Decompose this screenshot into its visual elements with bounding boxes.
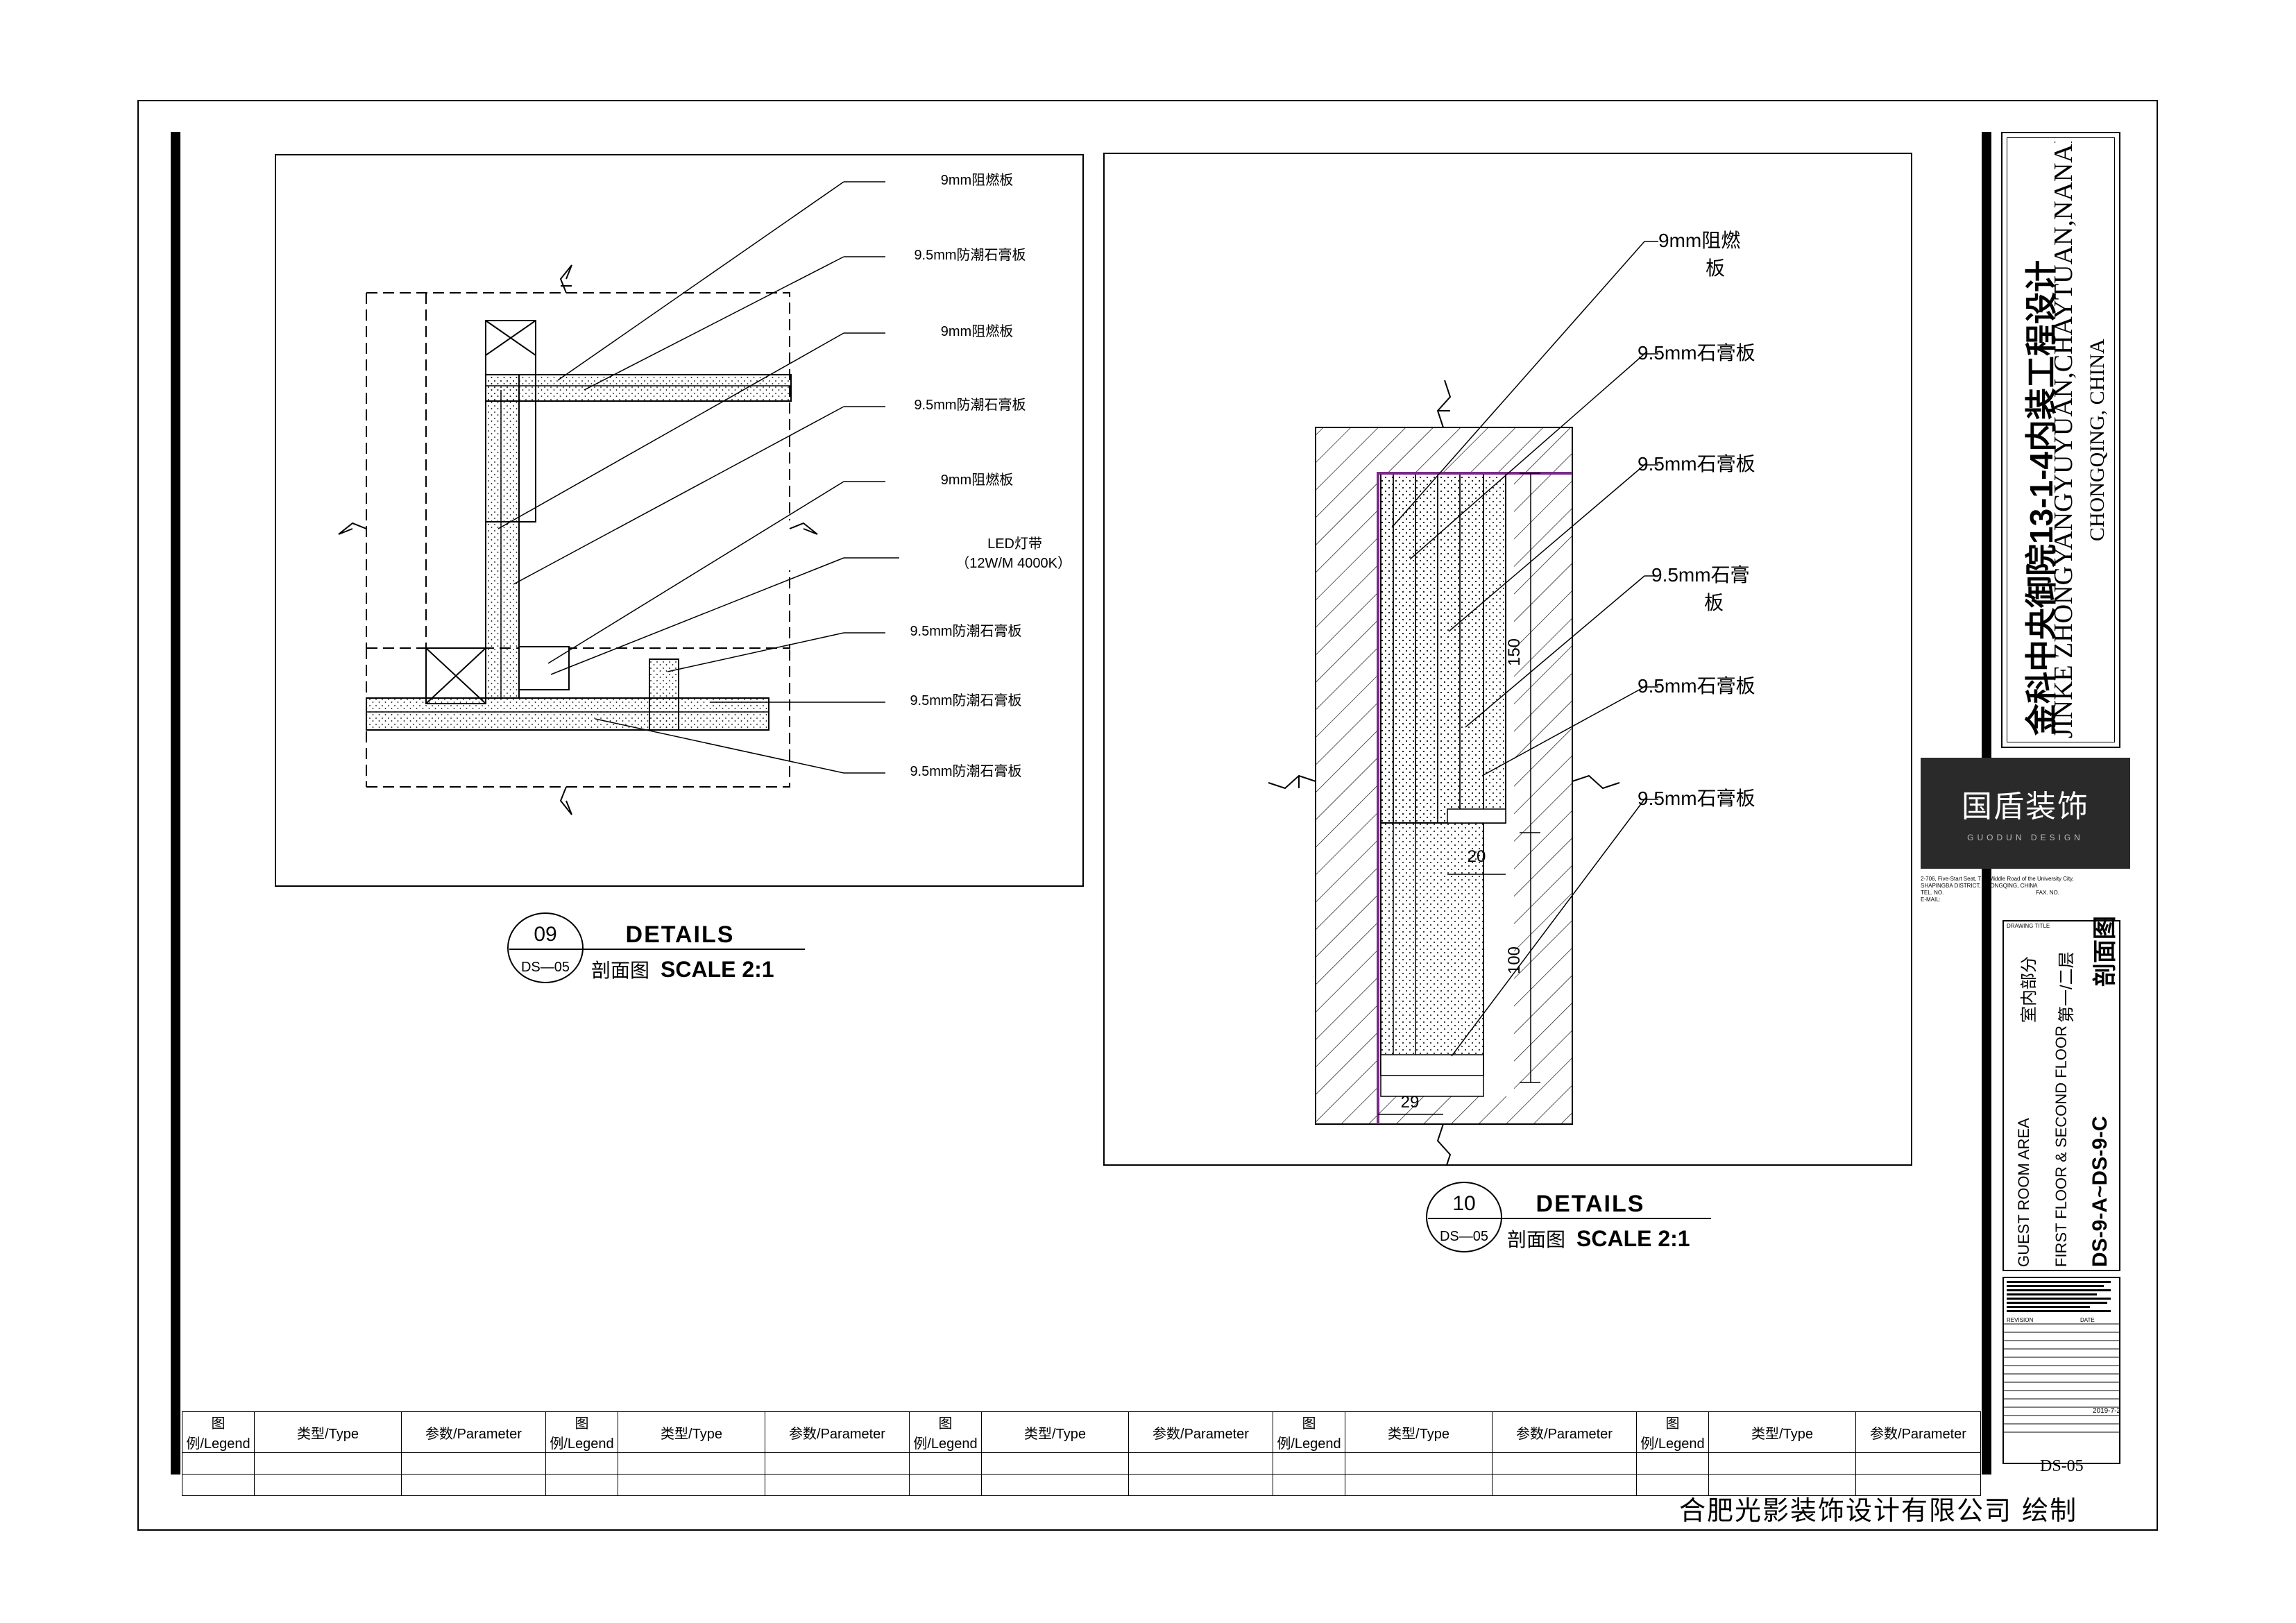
drawing-frame: [137, 100, 2158, 1531]
svg-text:DETAILS: DETAILS: [1536, 1191, 1645, 1217]
svg-text:SCALE 2:1: SCALE 2:1: [1576, 1226, 1690, 1251]
d10-label-4a: 9.5mm石膏: [1651, 564, 1750, 586]
d09-label-7: （12W/M 4000K）: [955, 555, 1071, 571]
project-title-box: [2001, 132, 2120, 748]
area-en: GUEST ROOM AREA: [2015, 1118, 2032, 1267]
d09-label-2: 9.5mm防潮石膏板: [914, 247, 1026, 263]
d10-label-4b: 板: [1704, 592, 1724, 613]
d10-label-5: 9.5mm石膏板: [1638, 675, 1755, 697]
project-title-en2: CHONGQING, CHINA: [2086, 339, 2109, 541]
d09-label-1: 9mm阻燃板: [941, 172, 1013, 188]
svg-text:DS—05: DS—05: [1440, 1229, 1488, 1244]
drawing-title-panel: [2002, 920, 2120, 1271]
svg-text:REVISION: REVISION: [2007, 1317, 2033, 1323]
svg-text:09: 09: [534, 923, 556, 946]
d10-dim-29: 29: [1401, 1093, 1420, 1112]
svg-text:DS—05: DS—05: [521, 960, 570, 975]
area-cn: 室内部分: [2020, 956, 2039, 1023]
d10-label-3: 9.5mm石膏板: [1638, 453, 1755, 475]
d10-label-6: 9.5mm石膏板: [1638, 788, 1755, 809]
d09-label-5: 9mm阻燃板: [941, 472, 1013, 488]
svg-text:剖面图: 剖面图: [1507, 1229, 1565, 1250]
left-border-bar: [171, 132, 180, 1475]
footer-company: 合肥光影装饰设计有限公司 绘制: [1679, 1495, 2078, 1526]
company-address: 2-706, Five-Start Seat, The Middle Road …: [1921, 876, 2074, 903]
d10-dim-100: 100: [1505, 946, 1524, 974]
d10-label-1a: 9mm阻燃: [1658, 230, 1740, 251]
drawing-name: 剖面图: [2092, 916, 2118, 987]
revision-block: [2002, 1277, 2120, 1464]
d10-dim-150: 150: [1505, 638, 1524, 666]
project-title-en1: JINKE ZHONGYANGYUYUAN,CHAYTUAN,NANAN DIS…: [2049, 142, 2078, 738]
drawing-date: 2019-7-25: [2093, 1407, 2120, 1415]
d10-dim-20: 20: [1468, 847, 1486, 866]
d09-label-8: 9.5mm防潮石膏板: [910, 623, 1021, 639]
svg-text:10: 10: [1452, 1192, 1475, 1215]
detail-09-drawing: 9mm阻燃板 9.5mm防潮石膏板 9mm阻燃板 9.5mm防潮石膏板 9mm阻…: [275, 154, 1084, 887]
detail-10-drawing: 150 20 100 29 9mm阻燃 板 9.5mm石膏板 9.5mm石膏板 …: [1103, 153, 1912, 1166]
d09-label-4: 9.5mm防潮石膏板: [914, 397, 1026, 413]
detail-10-title: 10 DS—05 DETAILS 剖面图 SCALE 2:1: [1426, 1182, 1711, 1252]
d10-label-1b: 板: [1706, 257, 1725, 279]
d09-label-6: LED灯带: [987, 536, 1042, 552]
d10-label-2: 9.5mm石膏板: [1638, 342, 1755, 364]
d09-label-9: 9.5mm防潮石膏板: [910, 692, 1021, 708]
svg-text:DETAILS: DETAILS: [626, 921, 735, 948]
d09-label-10: 9.5mm防潮石膏板: [910, 763, 1021, 779]
drawing-code: DS-9-A~DS-9-C: [2089, 1116, 2111, 1267]
company-logo: 国盾装饰 GUODUN DESIGN: [1921, 758, 2130, 869]
sheet-number: DS-05: [2040, 1457, 2084, 1475]
floor-en: FIRST FLOOR & SECOND FLOOR: [2052, 1026, 2070, 1267]
drawing-title-label: DRAWING TITLE: [2007, 923, 2050, 929]
floor-cn: 第一/二层: [2057, 951, 2076, 1023]
detail-09-title: 09 DS—05 DETAILS 剖面图 SCALE 2:1: [507, 912, 805, 983]
project-title-inner: [2007, 137, 2115, 742]
legend-row: [182, 1474, 1981, 1496]
svg-text:DATE: DATE: [2080, 1317, 2095, 1323]
svg-text:剖面图: 剖面图: [591, 960, 649, 981]
legend-row: [182, 1452, 1981, 1475]
svg-text:SCALE 2:1: SCALE 2:1: [661, 957, 774, 982]
d09-label-3: 9mm阻燃板: [941, 323, 1013, 339]
revision-lines: REVISION DATE 2019-7-25: [2002, 1281, 2120, 1433]
